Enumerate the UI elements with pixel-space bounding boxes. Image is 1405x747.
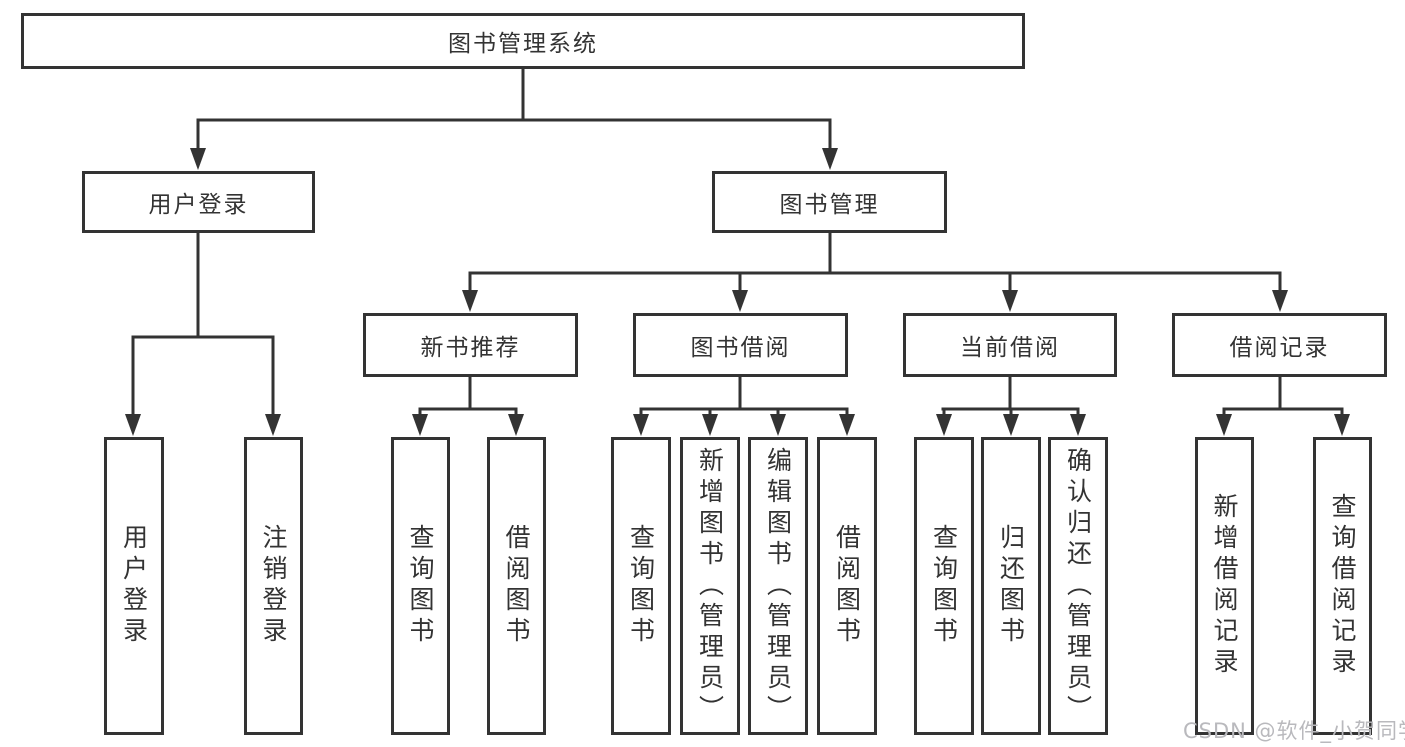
arrowhead (770, 414, 786, 436)
node-new-book-recommend: 新书推荐 (363, 313, 578, 377)
leaf-query-borrow-record: 查询借阅记录 (1313, 437, 1372, 735)
arrowheads (125, 148, 1350, 436)
leaf-add-borrow-record: 新增借阅记录 (1195, 437, 1254, 735)
node-user-login: 用户登录 (82, 171, 315, 233)
arrowhead (190, 148, 206, 170)
leaf-user-login: 用户登录 (104, 437, 164, 735)
arrowhead (839, 414, 855, 436)
leaf-query-books-3: 查询图书 (914, 437, 974, 735)
arrowhead (1334, 414, 1350, 436)
leaf-query-books-2: 查询图书 (611, 437, 671, 735)
leaf-confirm-return-admin: 确认归还（管理员） (1048, 437, 1108, 735)
leaf-edit-books-admin: 编辑图书（管理员） (748, 437, 808, 735)
arrowhead (412, 414, 428, 436)
arrowhead (1070, 414, 1086, 436)
arrowhead (462, 290, 478, 312)
arrowhead (936, 414, 952, 436)
arrowhead (732, 290, 748, 312)
leaf-borrow-books-1: 借阅图书 (487, 437, 546, 735)
leaf-logout: 注销登录 (244, 437, 303, 735)
watermark: CSDN @软件_小贺同学 (1183, 719, 1405, 743)
arrowhead (633, 414, 649, 436)
leaf-add-books-admin: 新增图书（管理员） (680, 437, 740, 735)
arrowhead (265, 414, 281, 436)
node-current-borrow: 当前借阅 (903, 313, 1117, 377)
arrowhead (1216, 414, 1232, 436)
arrowhead (1002, 290, 1018, 312)
node-book-management: 图书管理 (712, 171, 947, 233)
arrowhead (822, 148, 838, 170)
arrowhead (1272, 290, 1288, 312)
leaf-return-books: 归还图书 (981, 437, 1041, 735)
node-borrow-records: 借阅记录 (1172, 313, 1387, 377)
arrowhead (125, 414, 141, 436)
node-library-management-system: 图书管理系统 (21, 13, 1025, 69)
leaf-borrow-books-2: 借阅图书 (817, 437, 877, 735)
node-book-borrow: 图书借阅 (633, 313, 848, 377)
arrowhead (1003, 414, 1019, 436)
arrowhead (702, 414, 718, 436)
arrowhead (508, 414, 524, 436)
leaf-query-books-1: 查询图书 (391, 437, 450, 735)
